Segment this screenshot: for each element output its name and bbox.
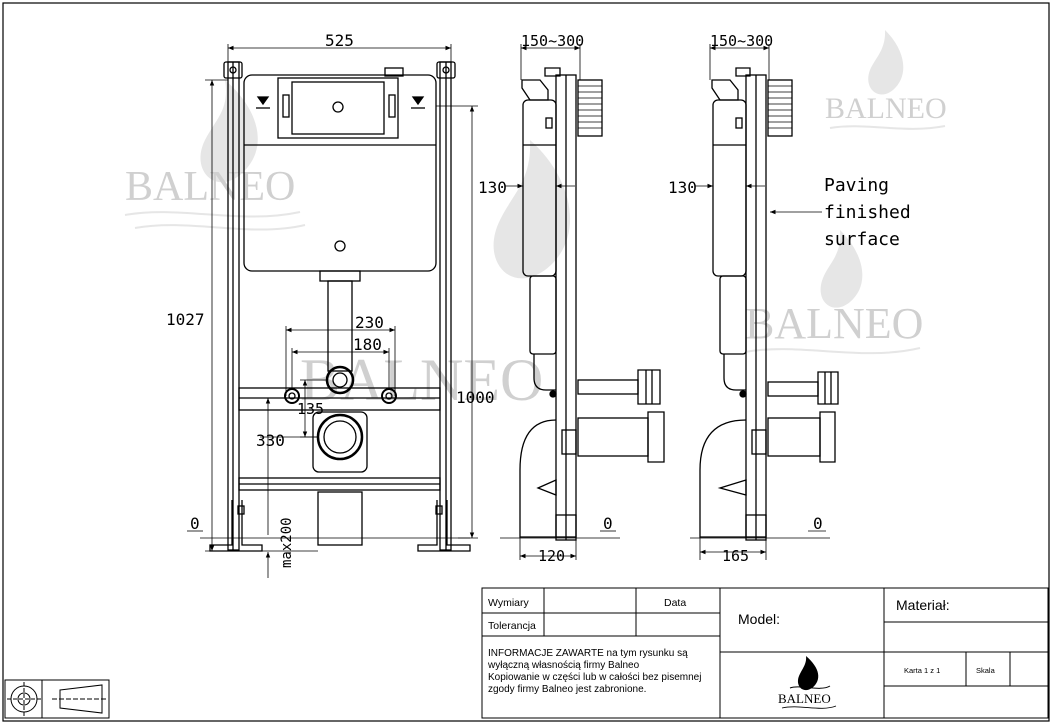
frame-crossbar-upper [238, 387, 441, 411]
tb-model: Model: [738, 611, 780, 627]
side-view-1-dimensions [500, 44, 620, 560]
side-view-2 [699, 67, 839, 541]
drain-outlet-body [312, 411, 368, 473]
watermark-text-1: BALNEO [125, 164, 295, 210]
dim-height-1027: 1027 [166, 310, 205, 329]
projection-symbol [4, 679, 110, 719]
tb-data: Data [664, 597, 686, 609]
tb-wymiary: Wymiary [488, 597, 529, 609]
side1-drain-pipe [577, 417, 649, 457]
title-block [481, 587, 1049, 719]
note-surface: surface [824, 229, 900, 250]
tb-logo-text: BALNEO [778, 691, 831, 706]
dim-width-525: 525 [325, 31, 354, 50]
zero-label-front: 0 [190, 514, 200, 533]
front-view-labels: 525 1027 1000 230 180 135 330 0 max200 [166, 31, 495, 568]
side1-elbow [519, 419, 557, 538]
side2-dim-130: 130 [668, 178, 697, 197]
title-block-labels: Wymiary Tolerancja Data INFORMACJE ZAWAR… [487, 597, 996, 709]
tb-karta: Karta 1 z 1 [904, 666, 940, 675]
side1-dim-top: 150~300 [521, 32, 584, 50]
side2-water-inlet [767, 381, 819, 397]
watermark-text-4: BALNEO [745, 299, 923, 348]
side-view-2-dimensions [690, 44, 830, 560]
dim-height-1000: 1000 [456, 388, 495, 407]
frame-foot-right [417, 500, 471, 552]
side1-dim-130: 130 [478, 178, 507, 197]
watermark-text-2: BALNEO [300, 347, 543, 413]
side1-mount-bracket [577, 79, 603, 137]
tb-info-1: INFORMACJE ZAWARTE na tym rysunku są [488, 648, 688, 659]
side1-zero-label: 0 [603, 514, 613, 533]
side1-dim-120: 120 [538, 547, 565, 565]
front-view-dimensions [200, 44, 478, 578]
tb-material: Materiał: [896, 597, 950, 613]
dim-230: 230 [355, 313, 384, 332]
dim-max200: max200 [279, 517, 295, 568]
flush-plate-opening [277, 77, 399, 139]
frame-foot-left [209, 500, 263, 552]
side-view-1 [519, 67, 665, 541]
side2-drain-pipe [767, 417, 821, 457]
dim-180: 180 [353, 335, 382, 354]
tb-info-3: Kopiowanie w części lub w całości bez pi… [488, 672, 701, 683]
side-view-1-labels: 150~300 130 120 0 [478, 32, 616, 565]
side-view-2-labels: 150~300 130 165 0 Paving finished surfac… [668, 32, 911, 565]
side1-water-inlet [577, 379, 639, 395]
side2-zero-label: 0 [813, 514, 823, 533]
watermark-drop-icon [200, 30, 904, 308]
side2-elbow [699, 419, 747, 538]
tb-logo-drop-icon [789, 656, 831, 691]
flush-button-hole [332, 101, 344, 113]
note-finished: finished [824, 202, 911, 223]
watermark-text-3: BALNEO [825, 92, 947, 125]
watermark-waves [124, 125, 946, 355]
tb-info-2: wyłączną własnością firmy Balneo [487, 660, 640, 671]
tb-tolerancja: Tolerancja [488, 620, 536, 632]
note-paving: Paving [824, 175, 889, 196]
mounting-stud-right [381, 388, 397, 404]
tb-skala: Skala [976, 666, 996, 675]
watermark-group: BALNEO BALNEO BALNEO BALNEO [124, 30, 947, 413]
dim-135: 135 [297, 400, 324, 418]
side2-cistern [712, 99, 747, 277]
side2-mount-bracket [767, 79, 793, 137]
dim-330: 330 [256, 431, 285, 450]
mounting-stud-left [284, 388, 300, 404]
side2-dim-top: 150~300 [710, 32, 773, 50]
side2-dim-165: 165 [722, 547, 749, 565]
front-view [209, 61, 471, 552]
tb-info-4: zgody firmy Balneo jest zabronione. [488, 684, 646, 695]
